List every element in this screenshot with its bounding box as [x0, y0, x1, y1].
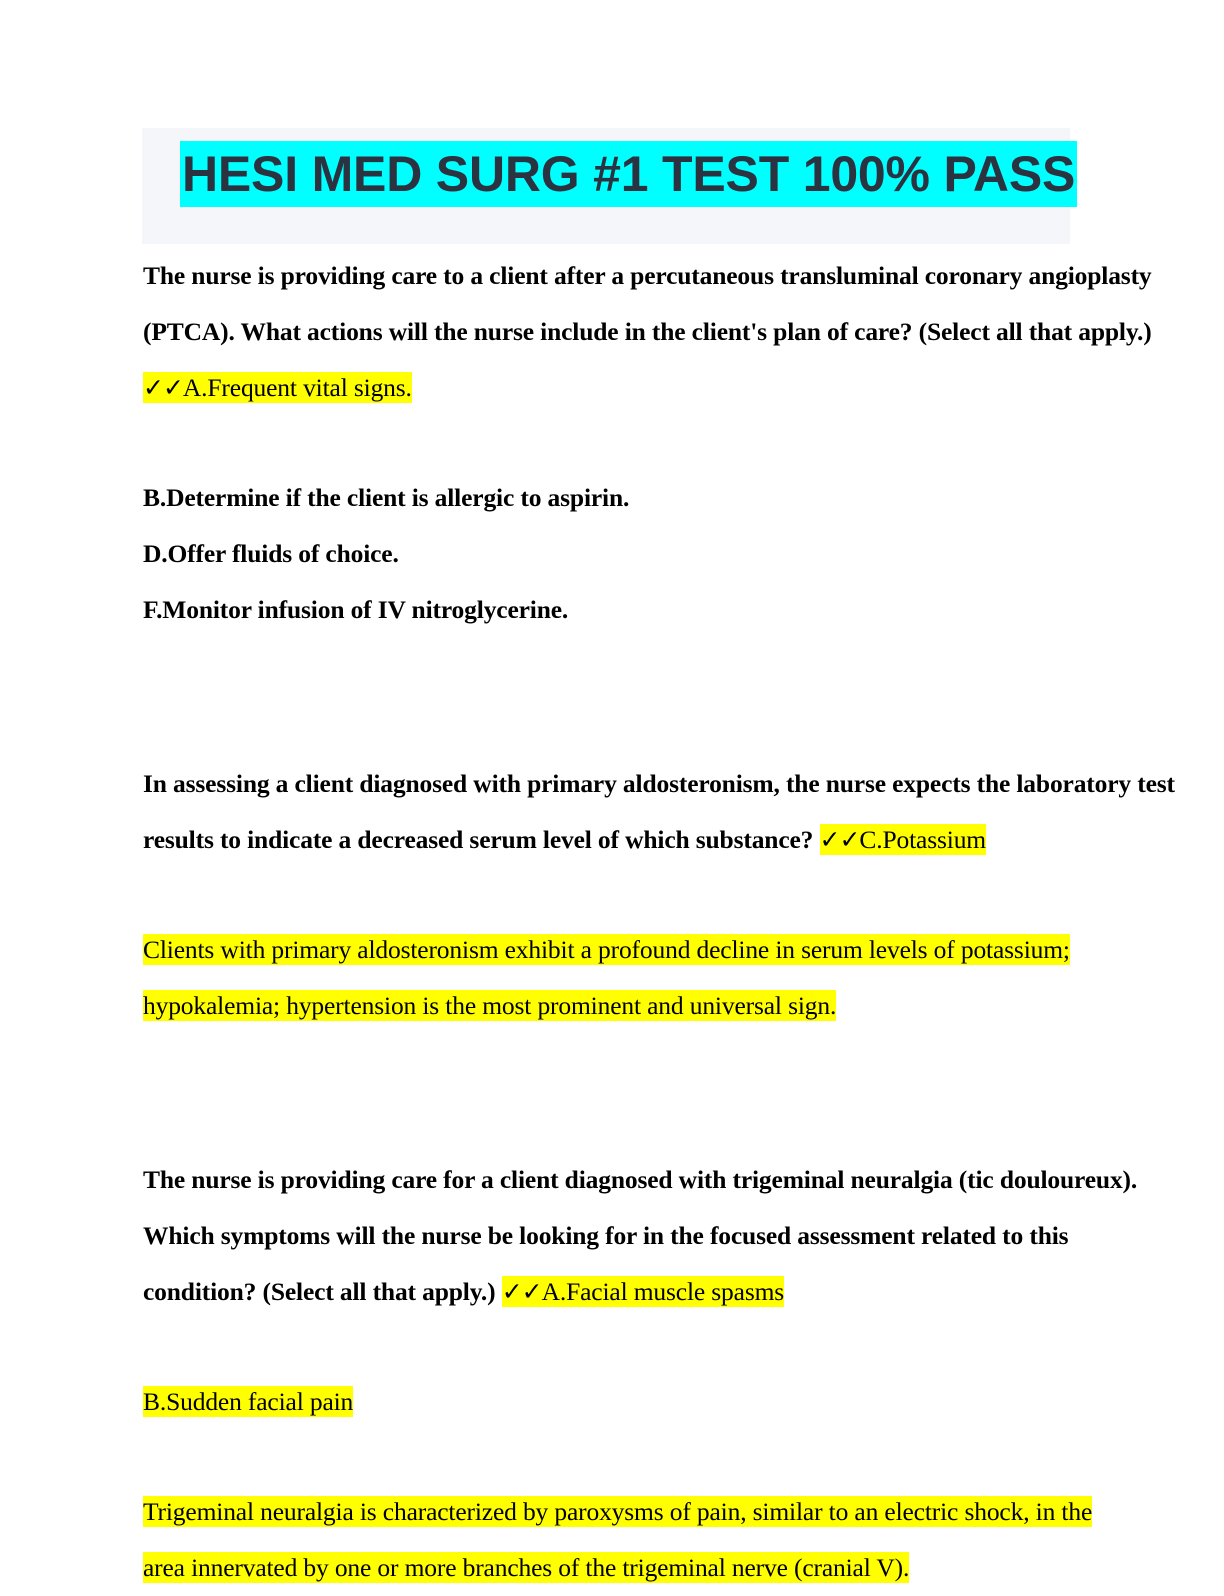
checkmark-icon: ✓✓ [819, 825, 861, 854]
spacer [143, 1430, 1063, 1484]
question-1-option-b: B.Determine if the client is allergic to… [143, 483, 630, 512]
question-1-stem-line-1: The nurse is providing care to a client … [143, 261, 1152, 290]
checkmark-icon: ✓✓ [143, 373, 184, 402]
question-block-3: The nurse is providing care for a client… [143, 1152, 1138, 1596]
question-3-option-b: B.Sudden facial pain [143, 1374, 1063, 1430]
spacer [143, 868, 1063, 922]
title-line: HESI MED SURG #1 TEST 100% PASS [180, 141, 1078, 207]
question-1-stem-line-2: (PTCA). What actions will the nurse incl… [143, 317, 1152, 346]
question-2-stem-line-1: In assessing a client diagnosed with pri… [143, 769, 1175, 798]
section-spacer-1 [143, 638, 1063, 756]
spacer [143, 416, 1063, 470]
question-3-answer-highlight: ✓✓A.Facial muscle spasms [501, 1276, 785, 1307]
question-2-rationale-text-2: hypokalemia; hypertension is the most pr… [143, 990, 837, 1021]
question-2-stem-line-2: results to indicate a decreased serum le… [143, 812, 1063, 868]
section-spacer-2 [143, 1034, 1063, 1152]
question-3-rationale-line-1: Trigeminal neuralgia is characterized by… [143, 1484, 1092, 1540]
question-3-answer-text: A.Facial muscle spasms [541, 1277, 785, 1306]
title-banner: HESI MED SURG #1 TEST 100% PASS [142, 128, 1078, 244]
question-3-stem-line-3: condition? (Select all that apply.) ✓✓A.… [143, 1264, 1063, 1320]
question-3-rationale-text-2: area innervated by one or more branches … [143, 1552, 910, 1583]
question-2-answer-highlight: ✓✓C.Potassium [819, 824, 986, 855]
checkmark-icon: ✓✓ [501, 1277, 543, 1306]
question-2-rationale-text-1: Clients with primary aldosteronism exhib… [143, 934, 1070, 965]
question-1-answer-line: ✓✓A.Frequent vital signs. [143, 360, 1063, 416]
question-1-answer-text: A.Frequent vital signs. [182, 373, 412, 402]
question-1-option-f: F.Monitor infusion of IV nitroglycerine. [143, 595, 569, 624]
question-2-answer-text: C.Potassium [859, 825, 986, 854]
question-2-rationale-line-1: Clients with primary aldosteronism exhib… [143, 922, 1070, 978]
question-1-answer-highlight: ✓✓A.Frequent vital signs. [143, 372, 412, 403]
question-2-stem-line-2-text: results to indicate a decreased serum le… [143, 825, 820, 854]
question-3-rationale-line-2: area innervated by one or more branches … [143, 1540, 1063, 1596]
document-title: HESI MED SURG #1 TEST 100% PASS [180, 141, 1078, 207]
document-body: The nurse is providing care to a client … [143, 248, 1175, 1596]
question-3-stem-line-2: Which symptoms will the nurse be looking… [143, 1221, 1069, 1250]
question-3-stem-line-3-text: condition? (Select all that apply.) [143, 1277, 502, 1306]
question-1-option-d: D.Offer fluids of choice. [143, 539, 399, 568]
question-3-rationale-text-1: Trigeminal neuralgia is characterized by… [143, 1496, 1093, 1527]
spacer [143, 1320, 1063, 1374]
question-block-1: The nurse is providing care to a client … [143, 248, 1152, 638]
question-block-2: In assessing a client diagnosed with pri… [143, 756, 1175, 1034]
question-3-stem-line-1: The nurse is providing care for a client… [143, 1165, 1138, 1194]
question-2-rationale-line-2: hypokalemia; hypertension is the most pr… [143, 978, 1063, 1034]
question-3-option-b-text: B.Sudden facial pain [143, 1386, 354, 1417]
